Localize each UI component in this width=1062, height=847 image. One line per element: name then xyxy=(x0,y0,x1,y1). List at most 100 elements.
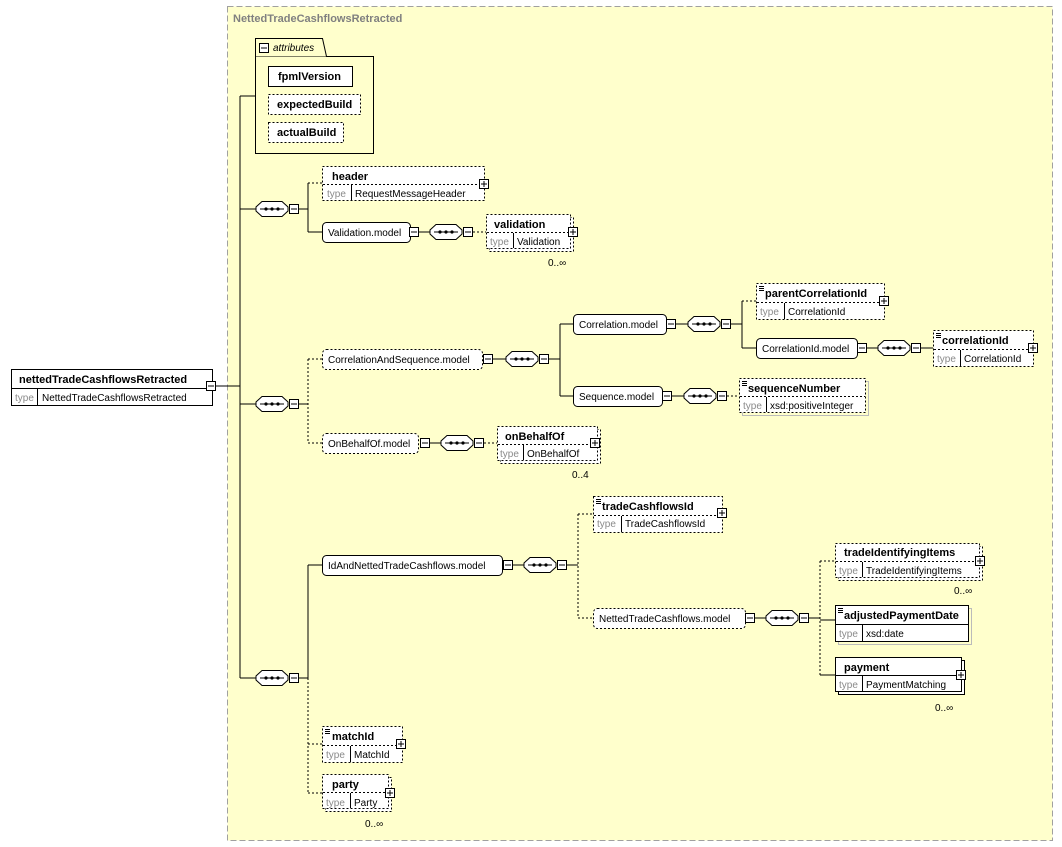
group-netted-trade-cashflows-model[interactable]: NettedTradeCashflows.model xyxy=(593,608,755,629)
sequence-compositor-2[interactable] xyxy=(255,396,299,412)
element-validation[interactable]: validation type Validation 0..∞ xyxy=(486,214,578,270)
matchId-doc-icon xyxy=(325,729,330,734)
header-type-key: type xyxy=(327,189,346,200)
correlationId-type-value: CorrelationId xyxy=(964,354,1021,365)
element-tradeCashflowsId[interactable]: tradeCashflowsId type TradeCashflowsId xyxy=(593,496,727,533)
sequenceNumber-doc-icon xyxy=(742,381,747,386)
sequence-compositor-correlation-id[interactable] xyxy=(877,340,921,356)
correlation-and-sequence-model-label: CorrelationAndSequence.model xyxy=(328,355,470,366)
sequence-model-label: Sequence.model xyxy=(579,392,654,403)
group-id-and-netted-model[interactable]: IdAndNettedTradeCashflows.model xyxy=(322,555,513,576)
tradeIdentifyingItems-expand-icon[interactable] xyxy=(975,556,985,566)
correlation-id-model-label: CorrelationId.model xyxy=(762,344,849,355)
element-onBehalfOf[interactable]: onBehalfOf type OnBehalfOf 0..4 xyxy=(497,426,601,482)
sequence-compositor-1[interactable] xyxy=(255,201,299,217)
party-expand-icon[interactable] xyxy=(385,788,395,798)
attributes-tab xyxy=(255,38,327,57)
adjustedPaymentDate-doc-icon xyxy=(838,608,843,613)
payment-expand-icon[interactable] xyxy=(956,670,966,680)
netted-trade-cashflows-model-label: NettedTradeCashflows.model xyxy=(599,614,730,625)
root-element-type-key: type xyxy=(15,393,34,404)
element-header[interactable]: header type RequestMessageHeader xyxy=(322,166,489,201)
element-sequenceNumber[interactable]: sequenceNumber type xsd:positiveInteger xyxy=(739,378,869,416)
validation-model-label: Validation.model xyxy=(328,228,401,239)
sequence-compositor-correlation-and-sequence[interactable] xyxy=(505,351,549,367)
complex-type-title: NettedTradeCashflowsRetracted xyxy=(233,13,402,25)
attribute-fpmlVersion-label: fpmlVersion xyxy=(278,71,341,83)
tradeIdentifyingItems-type-value: TradeIdentifyingItems xyxy=(866,566,962,577)
group-correlation-id-model[interactable]: CorrelationId.model xyxy=(756,338,867,359)
element-payment[interactable]: payment type PaymentMatching 0..∞ xyxy=(835,657,966,715)
payment-type-value: PaymentMatching xyxy=(866,680,946,691)
header-type-value: RequestMessageHeader xyxy=(355,189,466,200)
sequence-compositor-sequence[interactable] xyxy=(683,388,727,404)
tradeCashflowsId-name: tradeCashflowsId xyxy=(602,501,694,513)
sequence-compositor-3[interactable] xyxy=(255,670,299,686)
attributes-collapse-toggle[interactable] xyxy=(259,43,269,53)
sequenceNumber-name: sequenceNumber xyxy=(748,383,841,395)
group-correlation-and-sequence-model[interactable]: CorrelationAndSequence.model xyxy=(322,349,493,370)
matchId-type-key: type xyxy=(326,750,345,761)
validation-type-value: Validation xyxy=(517,237,560,248)
sequence-compositor-id-and-netted[interactable] xyxy=(523,557,567,573)
element-matchId[interactable]: matchId type MatchId xyxy=(322,726,406,763)
element-parentCorrelationId[interactable]: parentCorrelationId type CorrelationId xyxy=(756,283,889,320)
on-behalf-of-model-label: OnBehalfOf.model xyxy=(328,439,410,450)
tradeIdentifyingItems-type-key: type xyxy=(839,566,858,577)
onBehalfOf-expand-icon[interactable] xyxy=(590,438,600,448)
attributes-label: attributes xyxy=(273,43,314,54)
element-party[interactable]: party type Party 0..∞ xyxy=(322,774,395,831)
attribute-expectedBuild[interactable] xyxy=(268,94,361,115)
group-validation-model[interactable]: Validation.model xyxy=(322,222,419,243)
element-adjustedPaymentDate[interactable]: adjustedPaymentDate type xsd:date xyxy=(835,605,972,645)
validation-expand-icon[interactable] xyxy=(568,227,578,237)
party-type-key: type xyxy=(326,798,345,809)
attribute-fpmlVersion[interactable] xyxy=(268,66,353,87)
root-element-name: nettedTradeCashflowsRetracted xyxy=(19,374,187,386)
onBehalfOf-name: onBehalfOf xyxy=(505,431,565,443)
correlationId-type-key: type xyxy=(937,354,956,365)
tradeCashflowsId-expand-icon[interactable] xyxy=(717,508,727,518)
header-name: header xyxy=(332,171,369,183)
tradeCashflowsId-type-key: type xyxy=(597,519,616,530)
correlation-model-label: Correlation.model xyxy=(579,320,658,331)
parentCorrelationId-type-key: type xyxy=(760,307,779,318)
parentCorrelationId-type-value: CorrelationId xyxy=(788,307,845,318)
root-element-box[interactable] xyxy=(11,369,213,406)
group-sequence-model[interactable]: Sequence.model xyxy=(573,386,672,407)
matchId-expand-icon[interactable] xyxy=(396,739,406,749)
validation-type-key: type xyxy=(490,237,509,248)
group-on-behalf-of-model[interactable]: OnBehalfOf.model xyxy=(322,433,430,454)
sequenceNumber-type-value: xsd:positiveInteger xyxy=(770,401,854,412)
tradeIdentifyingItems-name: tradeIdentifyingItems xyxy=(844,547,955,559)
sequence-compositor-correlation[interactable] xyxy=(687,316,731,332)
sequence-compositor-validation[interactable] xyxy=(429,224,473,240)
matchId-name: matchId xyxy=(332,731,374,743)
parentCorrelationId-expand-icon[interactable] xyxy=(879,296,889,306)
adjustedPaymentDate-type-value: xsd:date xyxy=(866,629,904,640)
payment-name: payment xyxy=(844,662,890,674)
tradeIdentifyingItems-occurrence: 0..∞ xyxy=(954,586,972,597)
payment-occurrence: 0..∞ xyxy=(935,703,953,714)
header-expand-icon[interactable] xyxy=(479,179,489,189)
root-collapse-toggle[interactable] xyxy=(206,381,216,391)
validation-name: validation xyxy=(494,219,546,231)
correlationId-expand-icon[interactable] xyxy=(1028,343,1038,353)
sequence-compositor-on-behalf-of[interactable] xyxy=(440,435,484,451)
group-correlation-model[interactable]: Correlation.model xyxy=(573,314,676,335)
party-name: party xyxy=(332,779,360,791)
id-and-netted-model-label: IdAndNettedTradeCashflows.model xyxy=(328,561,486,572)
attribute-actualBuild[interactable] xyxy=(268,122,344,143)
sequence-compositor-netted-trade-cashflows[interactable] xyxy=(765,610,809,626)
element-tradeIdentifyingItems[interactable]: tradeIdentifyingItems type TradeIdentify… xyxy=(835,543,985,598)
validation-occurrence: 0..∞ xyxy=(548,258,566,269)
correlationId-name: correlationId xyxy=(942,335,1009,347)
attribute-expectedBuild-label: expectedBuild xyxy=(277,99,352,111)
adjustedPaymentDate-type-key: type xyxy=(839,629,858,640)
attribute-actualBuild-label: actualBuild xyxy=(277,127,336,139)
party-type-value: Party xyxy=(354,798,377,809)
tradeCashflowsId-doc-icon xyxy=(596,499,601,504)
element-correlationId[interactable]: correlationId type CorrelationId xyxy=(933,330,1038,367)
onBehalfOf-type-key: type xyxy=(500,449,519,460)
